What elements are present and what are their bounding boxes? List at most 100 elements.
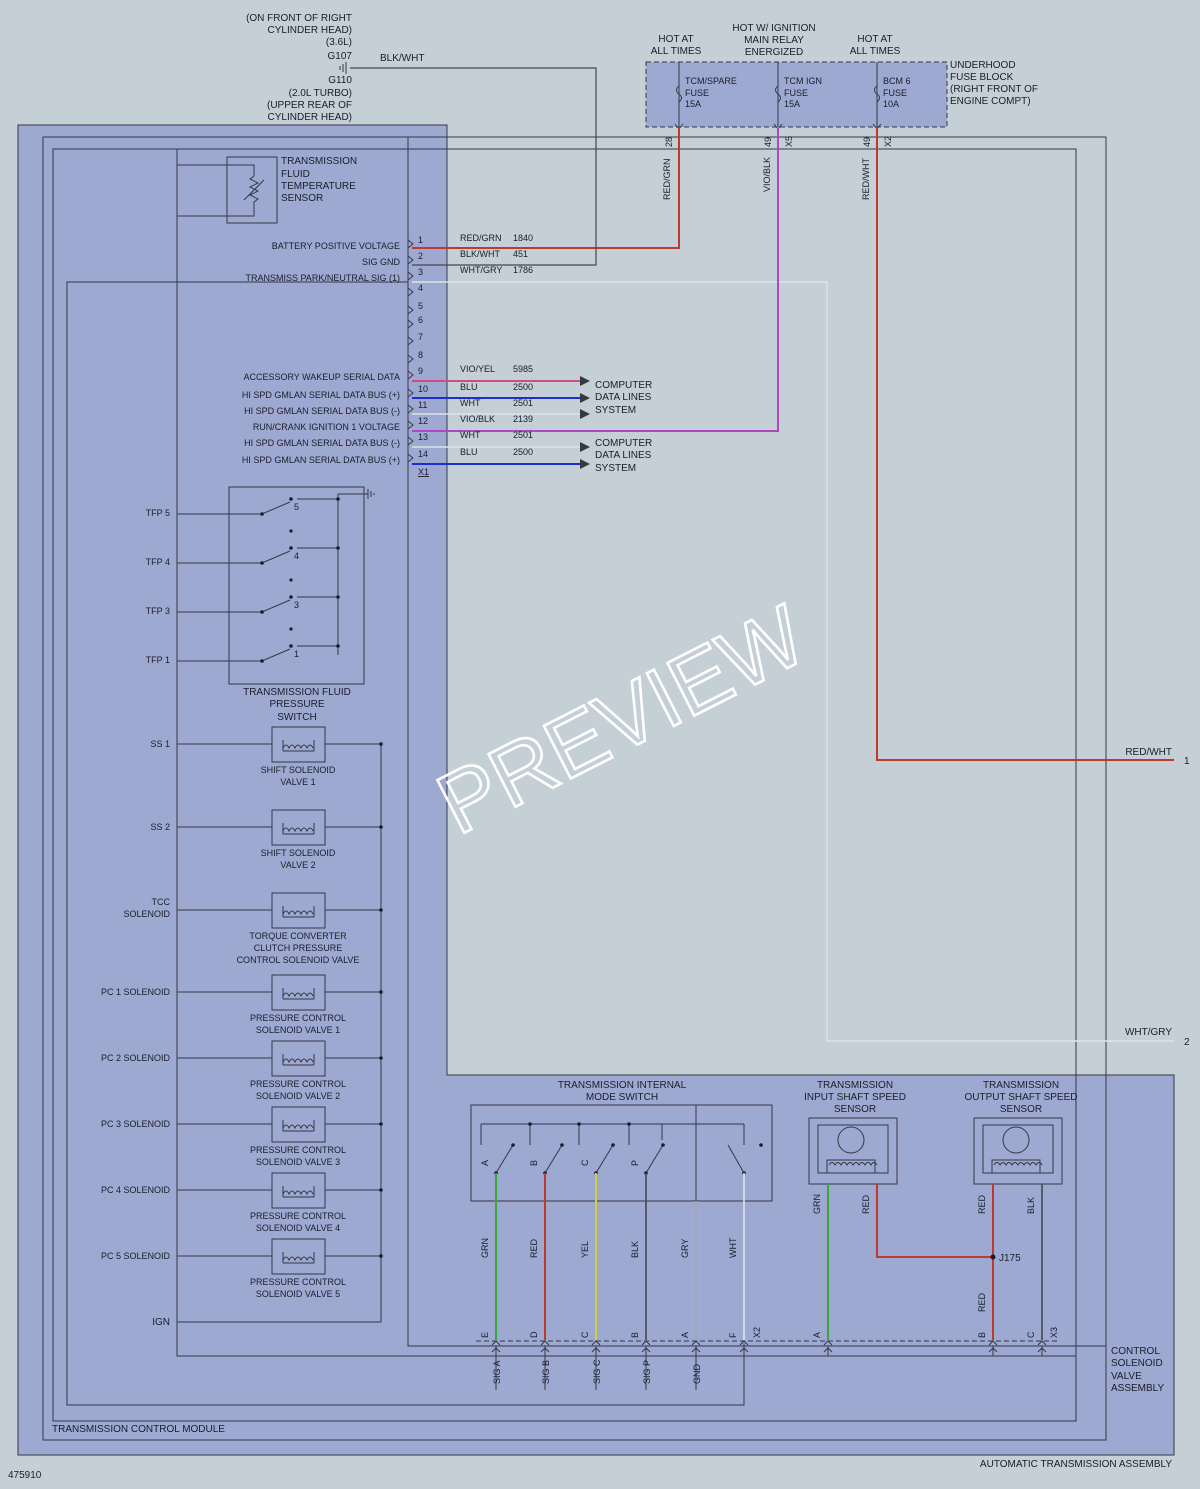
- junction-dot-icon: [379, 1056, 383, 1060]
- mode-wire-label: BLK: [630, 1241, 640, 1258]
- junction-dot-icon: [379, 990, 383, 994]
- bottom-conn-label: X2: [752, 1327, 762, 1338]
- fuse-2-conn: X5: [784, 136, 794, 147]
- tfp-input-label: TFP 3: [146, 606, 170, 616]
- junction-dot-icon: [379, 742, 383, 746]
- junction-dot-icon: [379, 1122, 383, 1126]
- solenoid-coil-icon: [282, 1120, 315, 1132]
- fuse-block-label-2: FUSE BLOCK: [950, 72, 1014, 83]
- solenoid-input-label: TCC: [152, 897, 171, 907]
- x1-wire-color: WHT/GRY: [460, 265, 502, 275]
- solenoid-label: PRESSURE CONTROL: [250, 1145, 346, 1155]
- solenoid-input-label: PC 3 SOLENOID: [101, 1119, 171, 1129]
- pressure-switch: TRANSMISSION FLUID PRESSURE SWITCH TFP 5…: [146, 486, 375, 723]
- ground-line-8: (UPPER REAR OF: [267, 100, 352, 111]
- ground-line-9: CYLINDER HEAD): [268, 112, 352, 123]
- junction-dot-icon: [379, 1254, 383, 1258]
- fuse-header-2-line3: ENERGIZED: [745, 47, 803, 58]
- sensor-pin-label: C: [1026, 1331, 1036, 1338]
- thermistor-icon: [243, 175, 265, 210]
- oss-wire-2: BLK: [1026, 1197, 1036, 1214]
- x1-pin-number: 8: [418, 350, 423, 360]
- solenoid-input-label: PC 5 SOLENOID: [101, 1251, 171, 1261]
- bottom-pin-label: A: [680, 1332, 690, 1338]
- ground-wire-label: BLK/WHT: [380, 53, 424, 64]
- fuse-header-2-line2: MAIN RELAY: [744, 35, 804, 46]
- computer-data-lines-1: COMPUTER DATA LINES SYSTEM: [595, 380, 652, 416]
- fuse-symbol-icon: [676, 85, 682, 103]
- x1-pin-number: 7: [418, 332, 423, 342]
- fuse-3-wire-label: RED/WHT: [861, 158, 871, 200]
- x1-circuit-number: 5985: [513, 364, 533, 374]
- mode-wire-label: WHT: [728, 1237, 738, 1258]
- right-output-2-wire: WHT/GRY: [1125, 1027, 1172, 1038]
- x1-pin-label: ACCESSORY WAKEUP SERIAL DATA: [243, 372, 400, 382]
- connector-chevron-icon: [407, 420, 414, 430]
- solenoid-input-label: SS 2: [150, 822, 170, 832]
- x1-circuit-number: 451: [513, 249, 528, 259]
- tft-label-3: TEMPERATURE: [281, 181, 356, 192]
- solenoid-label: PRESSURE CONTROL: [250, 1277, 346, 1287]
- tfp-number: 4: [294, 551, 299, 561]
- mode-contact-label: P: [630, 1160, 640, 1166]
- tcm-box: [42, 136, 1107, 1441]
- switch-contact-icon: [289, 644, 293, 648]
- fuse-1-pin: 28: [664, 137, 674, 147]
- ground-symbol-icon: [367, 489, 375, 499]
- pswitch-label-2: PRESSURE: [269, 699, 324, 710]
- connector-x1-label: X1: [418, 467, 429, 477]
- fuse-headers: HOT AT ALL TIMES HOT W/ IGNITION MAIN RE…: [651, 23, 901, 58]
- fuse-2-wire-label: VIO/BLK: [762, 157, 772, 192]
- mode-switch-title-2: MODE SWITCH: [586, 1092, 658, 1103]
- x1-pin-number: 6: [418, 315, 423, 325]
- ground-line-7: (2.0L TURBO): [289, 88, 352, 99]
- x1-wire-color: RED/GRN: [460, 233, 502, 243]
- tcm-signal-label: SIG B: [541, 1360, 551, 1384]
- solenoid-label: CLUTCH PRESSURE: [254, 943, 343, 953]
- cdl-1-line2: DATA LINES: [595, 392, 652, 403]
- junction-dot-icon: [379, 1188, 383, 1192]
- solenoid-input-label: PC 2 SOLENOID: [101, 1053, 171, 1063]
- x1-wire-color: VIO/BLK: [460, 414, 495, 424]
- computer-data-lines-2: COMPUTER DATA LINES SYSTEM: [595, 438, 652, 474]
- switch-contact-icon: [661, 1143, 665, 1147]
- switch-contact-icon: [336, 497, 340, 501]
- tfp-input-label: TFP 1: [146, 655, 170, 665]
- connector-chevron-icon: [407, 388, 414, 398]
- x1-wires: [66, 67, 1174, 1406]
- x1-circuit-number: 2500: [513, 447, 533, 457]
- pswitch-label-3: SWITCH: [277, 712, 316, 723]
- junction-dot-icon: [379, 825, 383, 829]
- connector-chevron-icon: [823, 1347, 833, 1353]
- fuse-1-line1: TCM/SPARE: [685, 76, 737, 86]
- solenoid-label: PRESSURE CONTROL: [250, 1079, 346, 1089]
- fuse-symbol-icon: [775, 85, 781, 103]
- bottom-pin-label: C: [580, 1331, 590, 1338]
- solenoid-label: TORQUE CONVERTER: [249, 931, 347, 941]
- bottom-pin-label: B: [630, 1332, 640, 1338]
- arrow-right-icon: [580, 376, 590, 386]
- iss-wire-1: GRN: [812, 1194, 822, 1214]
- x1-pin-number: 9: [418, 366, 423, 376]
- solenoid-label: SOLENOID VALVE 5: [256, 1289, 340, 1299]
- fuse-header-2-line1: HOT W/ IGNITION: [732, 23, 815, 34]
- csva-inner-frame: [176, 149, 1076, 1357]
- fuse-3-line3: 10A: [883, 99, 899, 109]
- solenoid-label: SHIFT SOLENOID: [261, 848, 336, 858]
- switch-contact-icon: [260, 610, 264, 614]
- fuse-2-pin: 49: [763, 137, 773, 147]
- solenoid-input-label: SS 1: [150, 739, 170, 749]
- connector-chevron-icon: [407, 370, 414, 380]
- connector-chevron-icon: [739, 1347, 749, 1353]
- solenoid-coil-icon: [282, 988, 315, 1000]
- solenoid-label: SOLENOID VALVE 1: [256, 1025, 340, 1035]
- ground-line-4: G107: [328, 51, 353, 62]
- connector-chevron-icon: [407, 305, 414, 315]
- switch-dot-icon: [289, 578, 293, 582]
- solenoid-label: VALVE 1: [280, 777, 315, 787]
- switch-contact-icon: [260, 561, 264, 565]
